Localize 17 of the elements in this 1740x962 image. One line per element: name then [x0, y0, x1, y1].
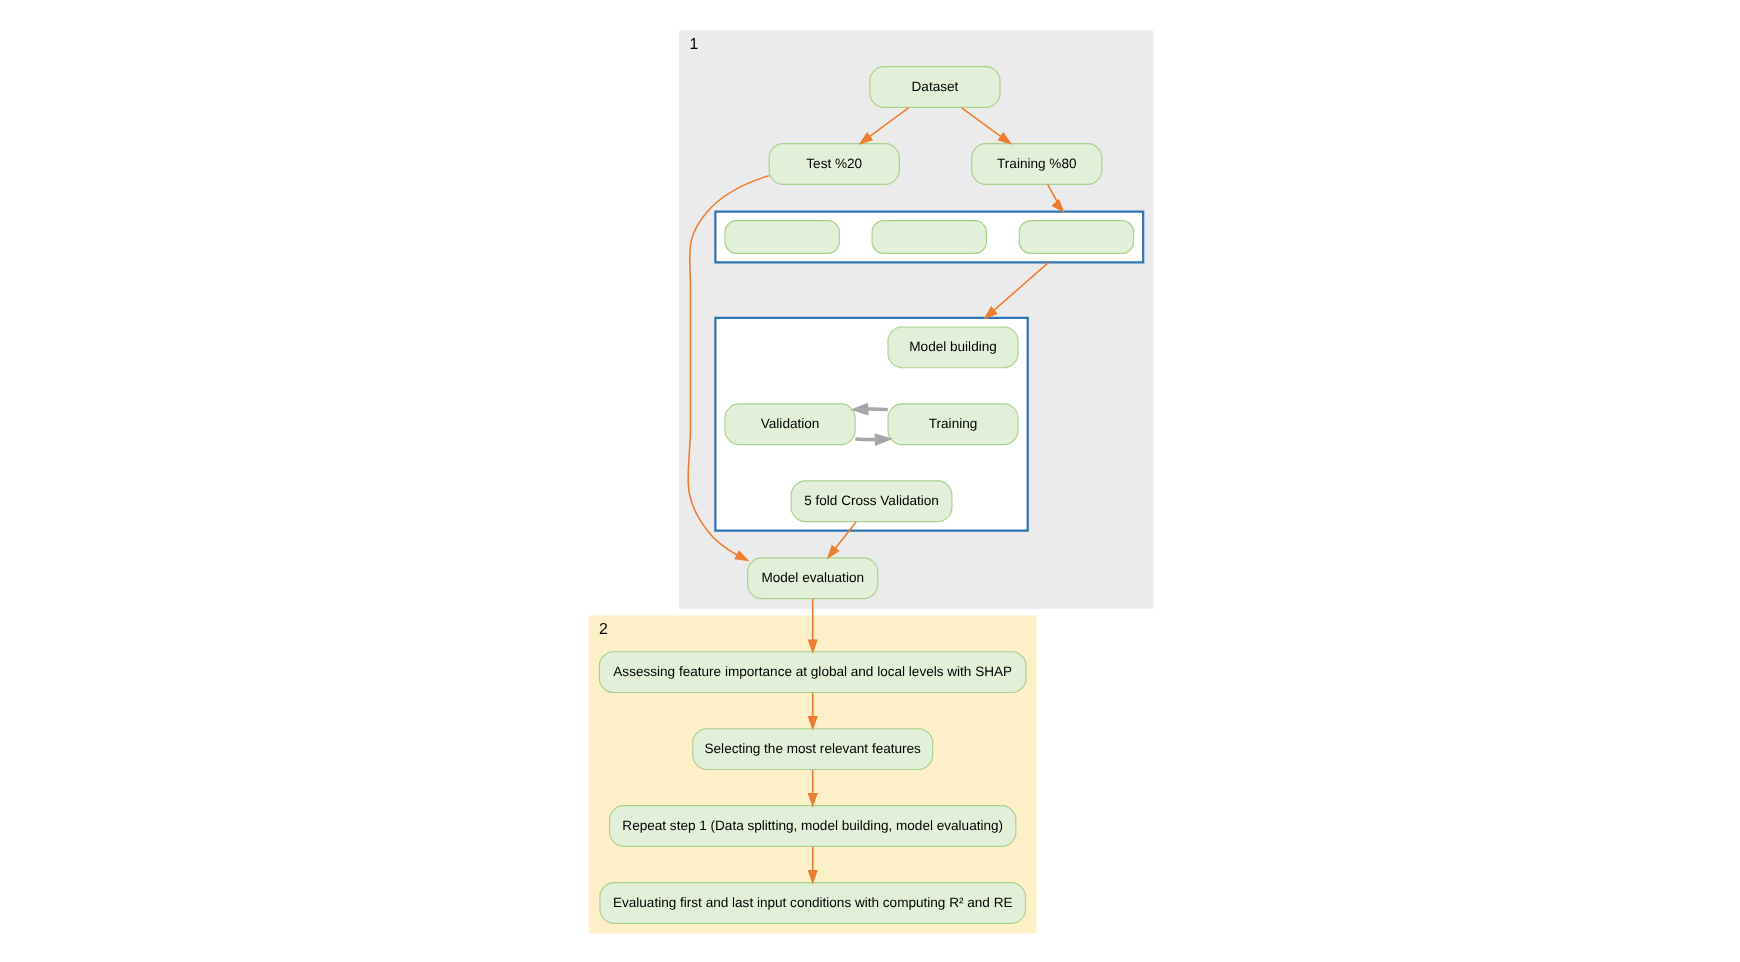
arrow	[1045, 182, 1064, 213]
arrow	[806, 768, 817, 807]
node-box	[723, 219, 839, 253]
cluster	[713, 315, 1028, 531]
arrow	[959, 106, 1012, 144]
arrow	[825, 520, 856, 559]
node-box	[870, 219, 986, 253]
arrow	[806, 845, 817, 884]
arrow	[854, 432, 892, 445]
node-box	[1017, 219, 1134, 253]
arrow	[857, 106, 909, 144]
cluster	[713, 209, 1144, 263]
arrow	[849, 401, 887, 415]
arrow	[806, 691, 817, 730]
arrow	[686, 173, 769, 561]
arrow	[982, 260, 1049, 319]
arrow	[806, 597, 817, 653]
